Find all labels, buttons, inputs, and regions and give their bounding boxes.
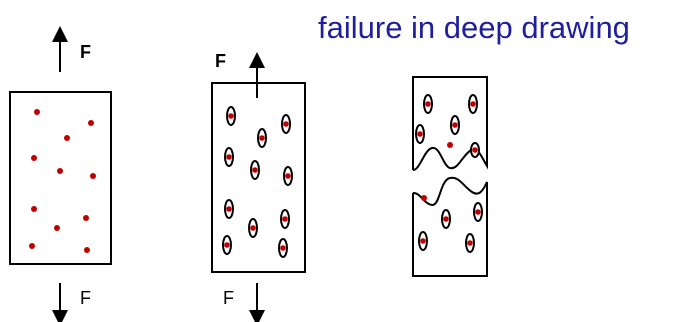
fracture-void-particles [415,94,483,253]
void [222,235,232,255]
round-particles [29,109,96,253]
force-label-left-top: F [80,42,91,62]
particle [84,247,90,253]
diagram-title: failure in deep drawing [318,10,630,45]
fracture-upper-half [412,76,488,171]
void [473,202,483,222]
void [450,115,460,135]
specimen-fractured [412,76,488,277]
void [226,106,236,126]
particle [64,135,70,141]
force-label-mid-top: F [215,51,226,71]
void [248,218,258,238]
specimen-undeformed [9,91,112,265]
particle [34,109,40,115]
particle [54,225,60,231]
particle [31,155,37,161]
void [257,128,267,148]
void [468,94,478,114]
specimen-elongated-outline [211,82,306,273]
void [418,231,428,251]
particle [88,120,94,126]
void [441,209,451,229]
void [281,114,291,134]
void [278,238,288,258]
void [224,199,234,219]
void [423,94,433,114]
void [224,147,234,167]
particle [83,215,89,221]
particle [31,206,37,212]
void [465,233,475,253]
particle [421,195,427,201]
force-label-mid-bottom: F [223,288,234,308]
specimen-undeformed-outline [9,91,112,265]
force-label-left-bottom: F [80,288,91,308]
particle [57,168,63,174]
particle [447,142,453,148]
void [250,160,260,180]
void [470,142,480,158]
void [415,124,425,144]
void [283,166,293,186]
particle [90,173,96,179]
particle [29,243,35,249]
elongated-void-particles [222,106,293,258]
void [280,209,290,229]
specimen-elongated-voids [211,82,306,273]
fracture-lower-half [412,176,488,277]
